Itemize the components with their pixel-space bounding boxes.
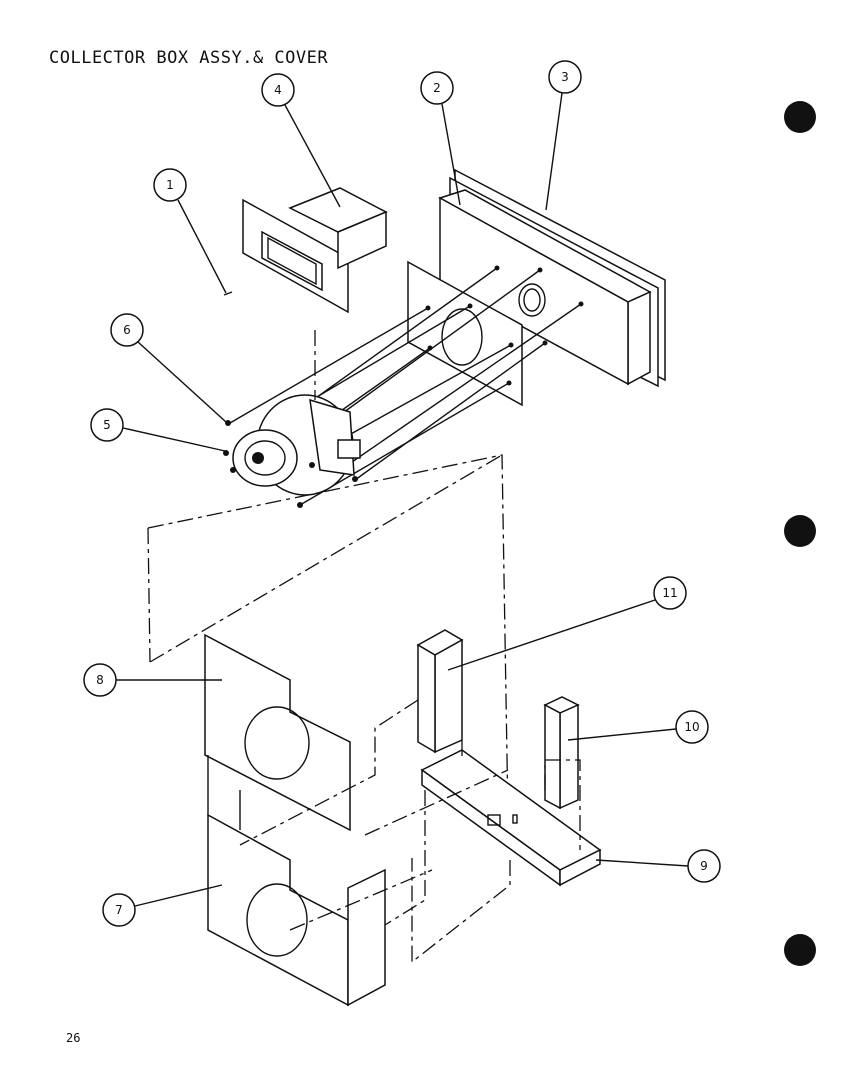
svg-text:2: 2	[433, 81, 441, 95]
gasket-plate	[407, 260, 523, 407]
callout-2: 2	[420, 71, 461, 206]
part-8-upper-cover	[204, 633, 351, 832]
svg-text:8: 8	[96, 673, 104, 687]
svg-text:1: 1	[166, 178, 174, 192]
callout-10: 10	[567, 710, 709, 744]
svg-text:7: 7	[115, 903, 123, 917]
binder-hole-middle	[784, 515, 816, 547]
part-11-block	[416, 629, 464, 754]
part-9-base-bracket	[420, 749, 602, 887]
page-number: 26	[66, 1031, 81, 1045]
svg-text:9: 9	[700, 859, 708, 873]
callout-7: 7	[102, 884, 223, 927]
svg-text:10: 10	[684, 720, 699, 734]
part-2-collector-box	[438, 189, 652, 386]
part-5-inducer-motor	[223, 394, 361, 508]
callout-1: 1	[153, 168, 227, 294]
callout-9: 9	[595, 849, 721, 883]
svg-text:4: 4	[274, 83, 282, 97]
diagram-title: COLLECTOR BOX ASSY.& COVER	[49, 48, 329, 68]
binder-hole-bottom	[784, 934, 816, 966]
callout-3: 3	[545, 60, 582, 211]
svg-text:5: 5	[103, 418, 111, 432]
part-4-vent-collar	[223, 187, 388, 314]
part-10-post	[543, 696, 580, 810]
callout-6: 6	[110, 313, 227, 423]
svg-text:11: 11	[662, 586, 677, 600]
svg-text:6: 6	[123, 323, 131, 337]
part-7-lower-cover	[207, 755, 386, 1007]
assembly-guide-lines	[239, 699, 581, 964]
callout-4: 4	[261, 73, 341, 208]
callout-11: 11	[447, 576, 687, 671]
svg-text:3: 3	[561, 70, 569, 84]
binder-hole-top	[784, 101, 816, 133]
callout-8: 8	[83, 663, 222, 697]
part-8-cover-outline	[147, 330, 509, 819]
callout-5: 5	[90, 408, 226, 452]
bolt-alignment-lines	[229, 267, 582, 506]
